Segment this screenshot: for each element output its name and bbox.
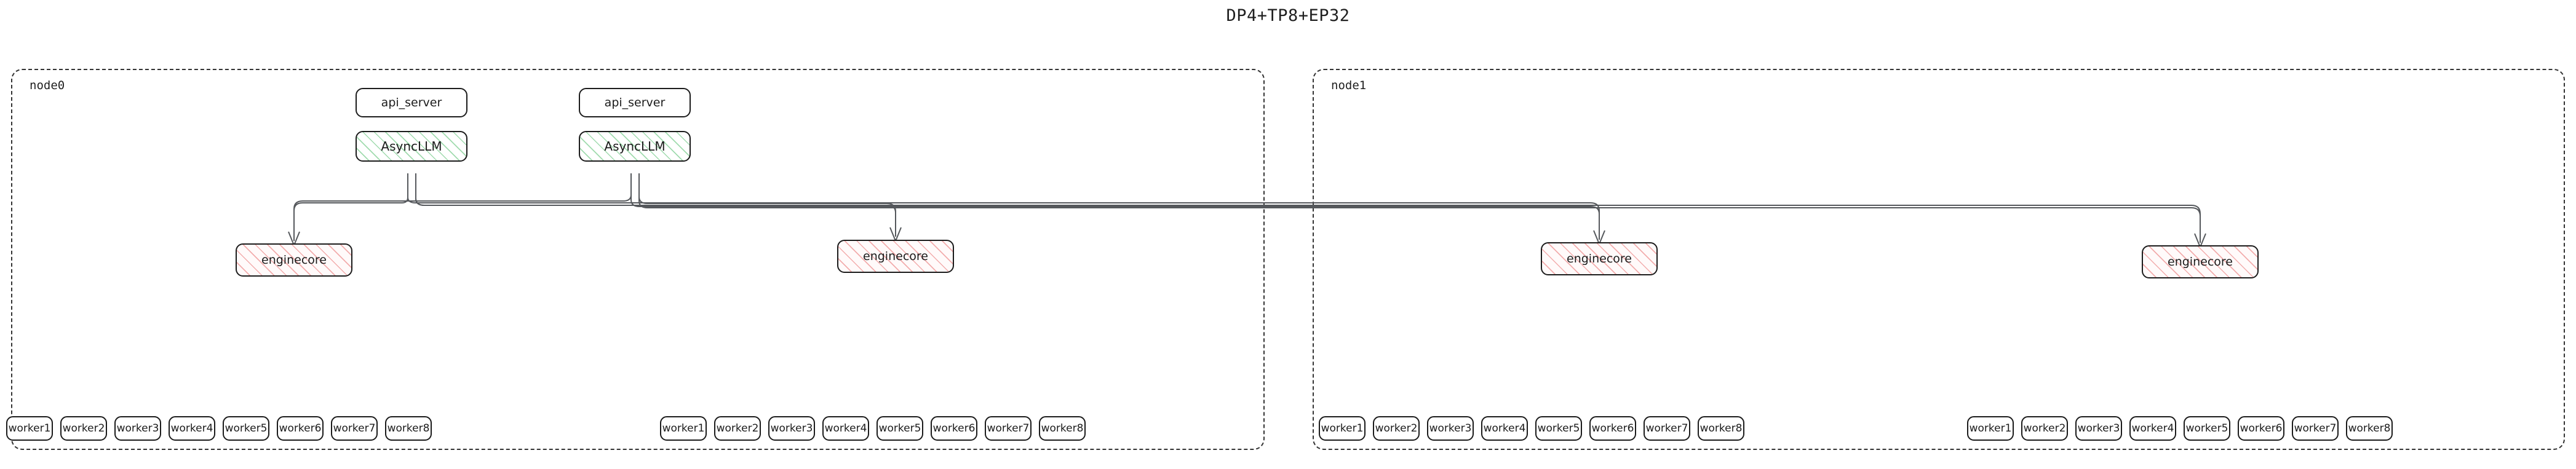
node-worker[interactable]: worker4 — [822, 416, 869, 441]
node-worker[interactable]: worker6 — [1589, 416, 1636, 441]
node-worker[interactable]: worker2 — [60, 416, 107, 441]
node-label: worker5 — [2185, 422, 2228, 435]
node-worker[interactable]: worker4 — [2129, 416, 2176, 441]
worker-group-3: worker1 worker2 worker3 worker4 worker5 worke… — [1967, 416, 2393, 443]
node-worker[interactable]: worker8 — [385, 416, 432, 441]
node-worker[interactable]: worker6 — [277, 416, 324, 441]
node-worker[interactable]: worker5 — [223, 416, 269, 441]
node-label: worker5 — [225, 422, 268, 435]
node-label: worker4 — [170, 422, 213, 435]
node-enginecore-1[interactable]: enginecore — [837, 240, 954, 273]
subgraph-node0: node0 — [11, 69, 1265, 450]
node-label: enginecore — [261, 253, 327, 267]
node-worker[interactable]: worker1 — [1967, 416, 2014, 441]
node-label: enginecore — [863, 249, 928, 263]
node-worker[interactable]: worker5 — [1535, 416, 1582, 441]
node-worker[interactable]: worker1 — [1319, 416, 1366, 441]
node-enginecore-0[interactable]: enginecore — [236, 243, 352, 277]
node-api-server-1[interactable]: api_server — [579, 88, 691, 117]
node-worker[interactable]: worker1 — [6, 416, 53, 441]
node-worker[interactable]: worker5 — [2184, 416, 2230, 441]
page-title: DP4+TP8+EP32 — [1226, 6, 1350, 25]
node-worker[interactable]: worker3 — [1427, 416, 1474, 441]
node-label: AsyncLLM — [381, 139, 442, 154]
node-label: worker5 — [878, 422, 921, 435]
node-label: worker7 — [333, 422, 376, 435]
node-worker[interactable]: worker5 — [877, 416, 923, 441]
node-worker[interactable]: worker6 — [931, 416, 977, 441]
node-worker[interactable]: worker1 — [660, 416, 707, 441]
node-worker[interactable]: worker3 — [768, 416, 815, 441]
subgraph-node1: node1 — [1313, 69, 2565, 450]
worker-group-2: worker1 worker2 worker3 worker4 worker5 worke… — [1319, 416, 1744, 443]
subgraph-label-node1: node1 — [1331, 79, 1367, 92]
node-label: worker4 — [1483, 422, 1526, 435]
node-enginecore-2[interactable]: enginecore — [1541, 242, 1658, 275]
node-worker[interactable]: worker2 — [1373, 416, 1420, 441]
node-worker[interactable]: worker8 — [1698, 416, 1744, 441]
node-label: worker8 — [2348, 422, 2391, 435]
node-label: worker5 — [1537, 422, 1580, 435]
node-label: worker2 — [716, 422, 759, 435]
node-label: enginecore — [2168, 254, 2233, 269]
node-label: worker7 — [1645, 422, 1688, 435]
node-worker[interactable]: worker7 — [2292, 416, 2339, 441]
node-label: api_server — [604, 95, 666, 109]
node-label: worker8 — [387, 422, 430, 435]
node-label: AsyncLLM — [604, 139, 666, 154]
node-worker[interactable]: worker3 — [2075, 416, 2122, 441]
node-worker[interactable]: worker4 — [1481, 416, 1528, 441]
node-asyncllm-0[interactable]: AsyncLLM — [356, 131, 467, 162]
node-label: worker8 — [1041, 422, 1084, 435]
node-label: worker6 — [279, 422, 322, 435]
node-label: worker4 — [824, 422, 867, 435]
node-label: worker6 — [2240, 422, 2283, 435]
worker-group-0: worker1 worker2 worker3 worker4 worker5 worke… — [6, 416, 432, 443]
node-label: worker6 — [932, 422, 976, 435]
node-worker[interactable]: worker6 — [2238, 416, 2284, 441]
node-worker[interactable]: worker8 — [2346, 416, 2393, 441]
subgraph-label-node0: node0 — [30, 79, 65, 92]
node-label: worker3 — [1429, 422, 1472, 435]
node-label: worker2 — [1375, 422, 1418, 435]
worker-group-1: worker1 worker2 worker3 worker4 worker5 worke… — [660, 416, 1086, 443]
node-worker[interactable]: worker7 — [331, 416, 378, 441]
node-label: worker7 — [2294, 422, 2337, 435]
node-worker[interactable]: worker7 — [1644, 416, 1690, 441]
node-label: worker8 — [1699, 422, 1743, 435]
node-api-server-0[interactable]: api_server — [356, 88, 467, 117]
node-label: worker3 — [2077, 422, 2120, 435]
node-label: worker6 — [1591, 422, 1634, 435]
node-label: api_server — [381, 95, 442, 109]
node-label: worker1 — [8, 422, 51, 435]
node-label: worker4 — [2131, 422, 2174, 435]
node-label: worker1 — [1321, 422, 1364, 435]
node-label: enginecore — [1567, 251, 1632, 266]
node-label: worker7 — [987, 422, 1030, 435]
node-worker[interactable]: worker8 — [1039, 416, 1086, 441]
node-asyncllm-1[interactable]: AsyncLLM — [579, 131, 691, 162]
node-label: worker3 — [116, 422, 159, 435]
node-enginecore-3[interactable]: enginecore — [2142, 245, 2259, 278]
node-label: worker2 — [62, 422, 105, 435]
node-label: worker3 — [770, 422, 813, 435]
node-label: worker1 — [662, 422, 705, 435]
node-label: worker2 — [2023, 422, 2066, 435]
node-worker[interactable]: worker2 — [2021, 416, 2068, 441]
node-worker[interactable]: worker7 — [985, 416, 1032, 441]
node-worker[interactable]: worker4 — [169, 416, 215, 441]
node-label: worker1 — [1969, 422, 2012, 435]
node-worker[interactable]: worker3 — [114, 416, 161, 441]
node-worker[interactable]: worker2 — [714, 416, 761, 441]
